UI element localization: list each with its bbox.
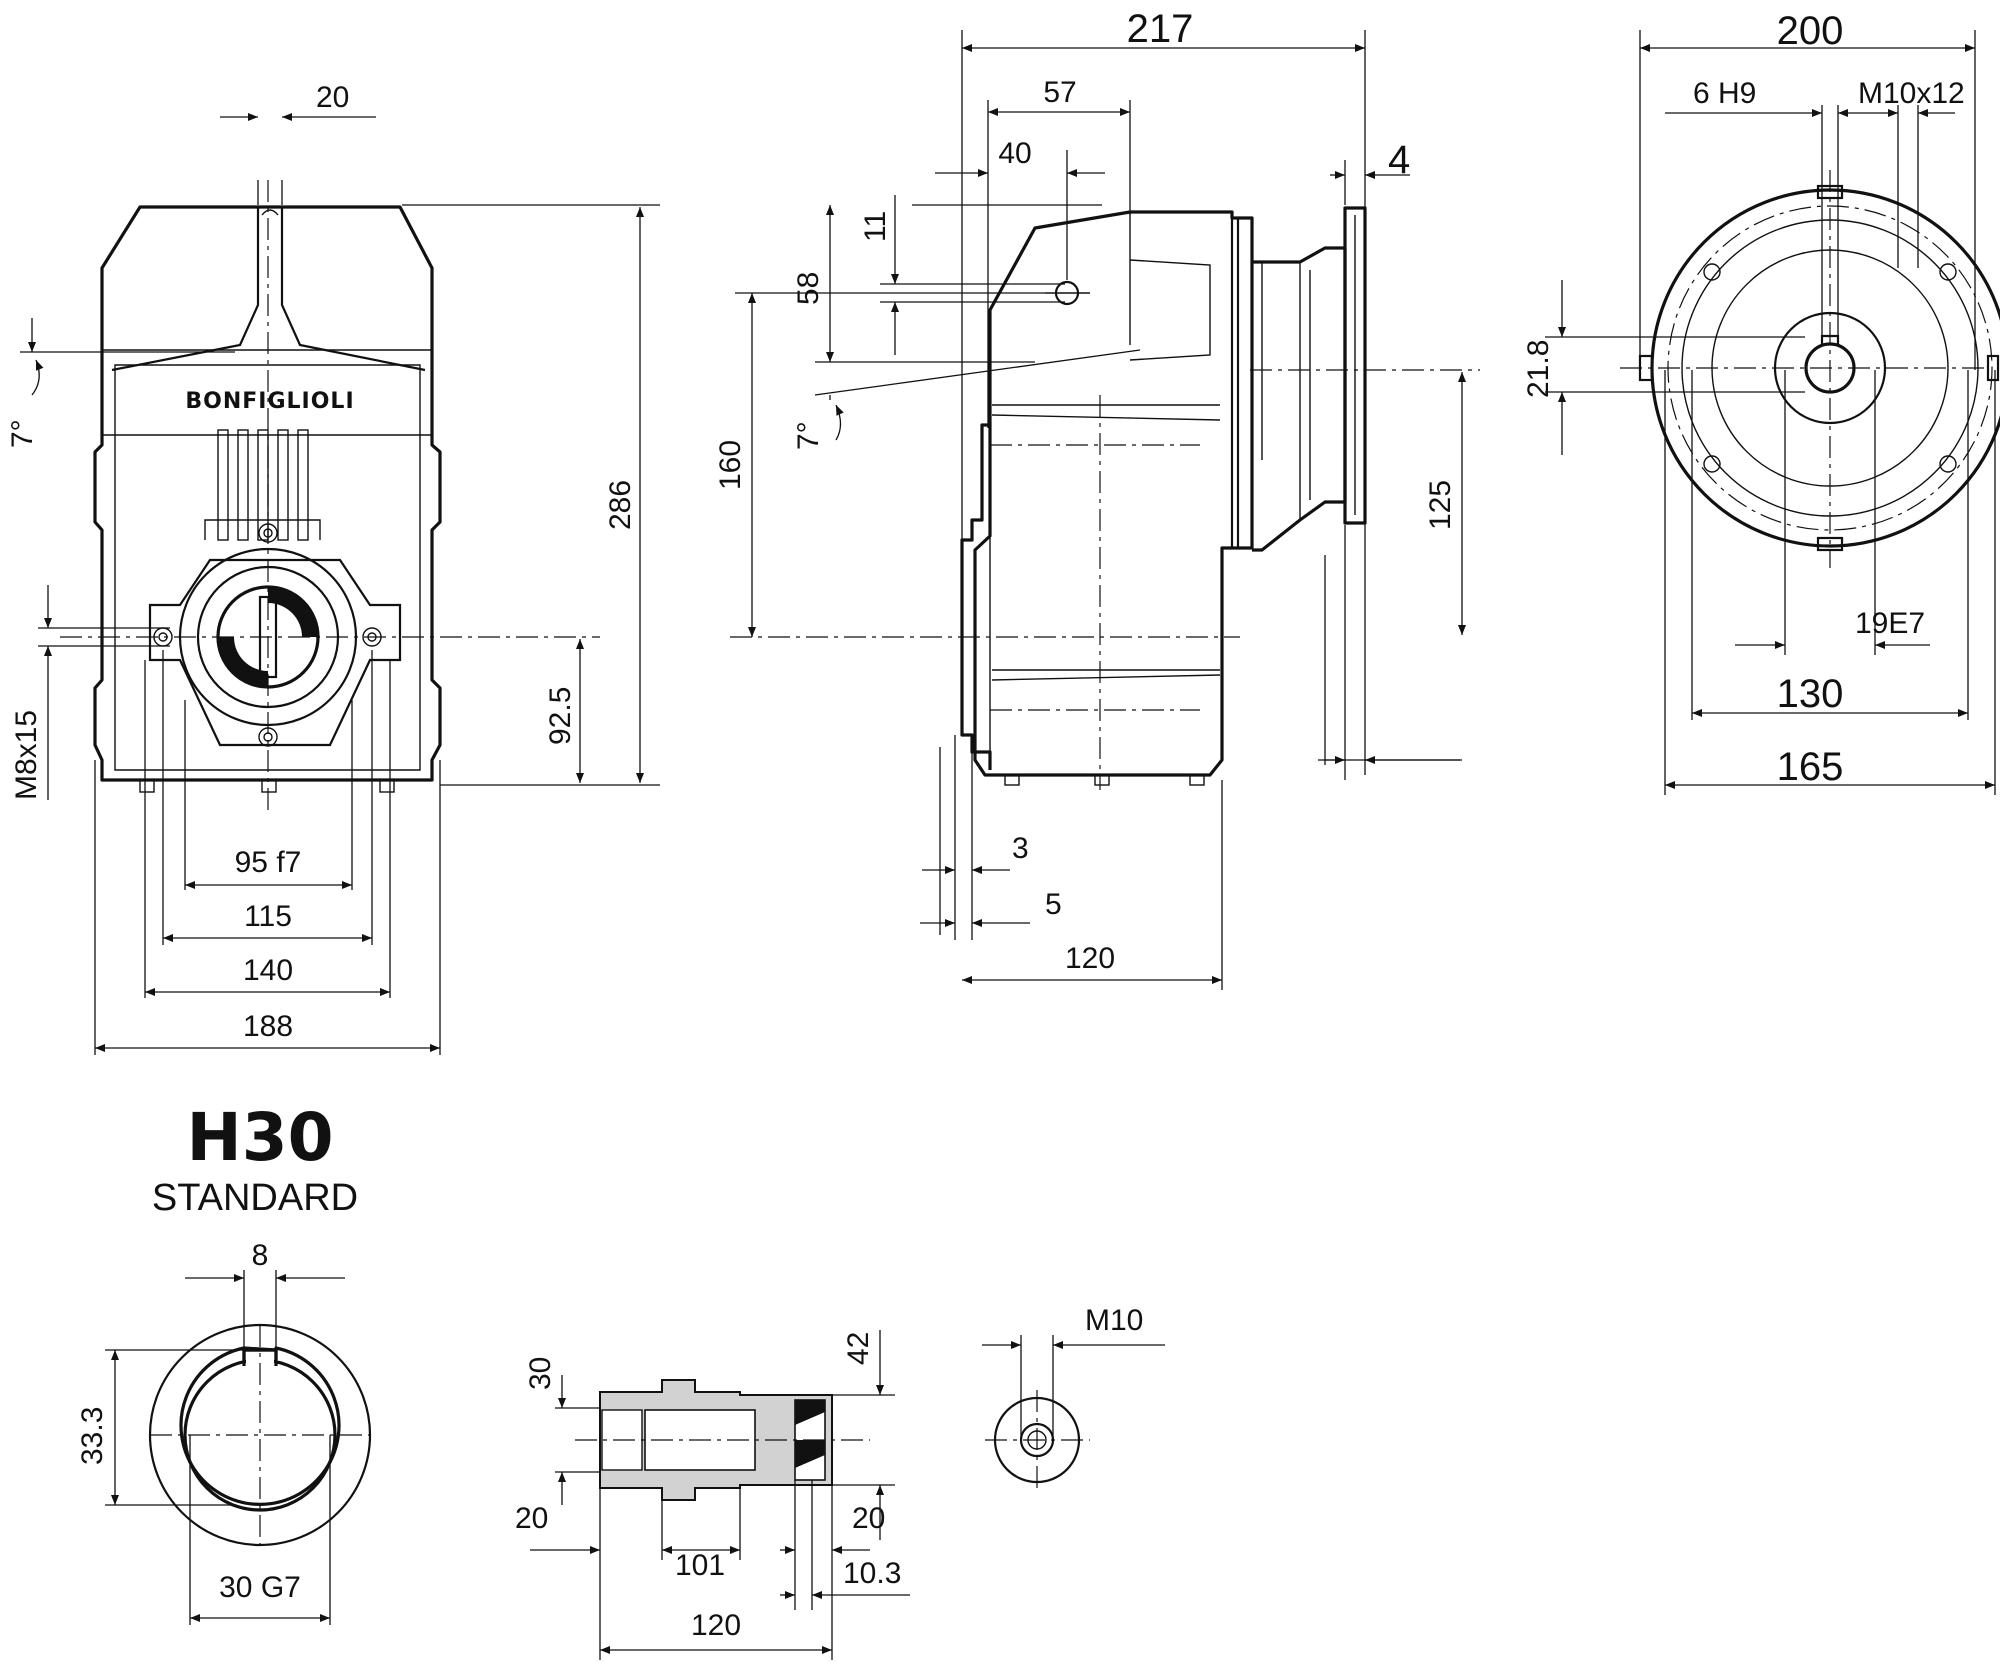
variant-subtitle: STANDARD	[152, 1177, 358, 1219]
dim-11: 11	[859, 211, 892, 242]
dim-165: 165	[1777, 745, 1844, 789]
dim-130: 130	[1777, 672, 1844, 716]
dim-95f7: 95 f7	[235, 846, 302, 879]
flange-view: 200 6 H9 M10x12 21.8 19E7 130	[1522, 9, 2000, 795]
dim-10-3: 10.3	[843, 1557, 901, 1590]
dim-5: 5	[1045, 888, 1062, 921]
dim-33-3: 33.3	[76, 1407, 109, 1465]
front-dimensions: 20 7° 286 92.5 M8x15 95 f7	[6, 81, 660, 1055]
dim-120-side: 120	[1065, 942, 1115, 975]
dim-overall-height: 286	[604, 480, 637, 530]
cooling-fins	[204, 429, 321, 541]
dim-188: 188	[243, 1010, 293, 1043]
key-8: 8	[252, 1239, 269, 1272]
hollow-shaft-bore: 8 33.3 30 G7	[76, 1239, 372, 1625]
side-view: 217 57 40 4 11 58 7°	[714, 7, 1480, 990]
shaft-section: 30 42 20 101 20 10.3 120	[515, 1330, 910, 1660]
dim-axis-height: 92.5	[544, 687, 577, 745]
bore-30g7: 30 G7	[219, 1571, 301, 1604]
dim-20-right: 20	[852, 1502, 885, 1535]
side-dimensions: 217 57 40 4 11 58 7°	[714, 7, 1466, 990]
dim-42: 42	[842, 1332, 875, 1365]
dim-58: 58	[792, 272, 825, 305]
dim-217: 217	[1127, 7, 1194, 51]
dim-20-left: 20	[515, 1502, 548, 1535]
dim-57: 57	[1043, 76, 1076, 109]
dim-125: 125	[1424, 480, 1457, 530]
bore-19e7: 19E7	[1855, 607, 1925, 640]
dim-21-8: 21.8	[1522, 340, 1555, 398]
front-view: BONFIGLIOLI 20 7° 286 92.5 M8x15	[6, 81, 660, 1055]
dim-40: 40	[998, 137, 1031, 170]
thread-m10: M10	[1085, 1304, 1143, 1337]
dim-120-shaft: 120	[691, 1609, 741, 1642]
key-6h9: 6 H9	[1693, 77, 1756, 110]
dim-200: 200	[1777, 9, 1844, 53]
dim-3: 3	[1012, 832, 1029, 865]
front-angle: 7°	[6, 419, 39, 448]
model-title: H30	[186, 1099, 333, 1176]
dim-140: 140	[243, 954, 293, 987]
thread-m10x12: M10x12	[1858, 77, 1965, 110]
dim-160: 160	[714, 440, 747, 490]
dim-30: 30	[524, 1357, 557, 1390]
dim-115: 115	[244, 900, 292, 933]
dim-top-width: 20	[316, 81, 349, 114]
end-screw: M10	[982, 1304, 1165, 1490]
flange-dimensions: 200 6 H9 M10x12 21.8 19E7 130	[1522, 9, 1996, 795]
dim-4: 4	[1388, 138, 1410, 182]
dim-101: 101	[675, 1549, 725, 1582]
side-angle: 7°	[792, 421, 825, 450]
brand-label: BONFIGLIOLI	[185, 389, 354, 414]
thread-m8x15: M8x15	[10, 710, 43, 800]
